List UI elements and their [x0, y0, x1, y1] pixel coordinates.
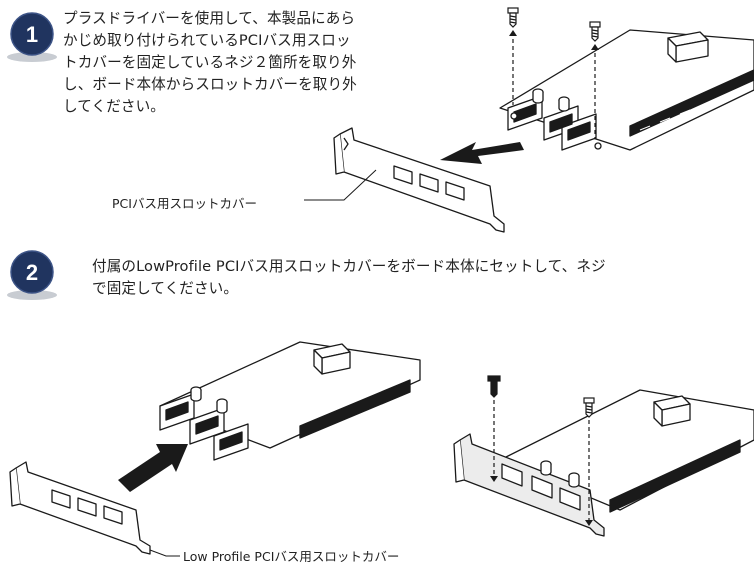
step-1-board-illustration [499, 7, 754, 151]
direction-arrow [118, 444, 188, 492]
svg-text:1: 1 [26, 22, 38, 47]
step-1-slot-cover-illustration [333, 127, 524, 233]
step-2-assembled-illustration [453, 375, 754, 537]
svg-text:2: 2 [26, 260, 38, 285]
screw-icon [507, 7, 519, 28]
step-2-instruction: 付属のLowProfile PCIバス用スロットカバーをボード本体にセットして、… [92, 258, 606, 297]
step-1-instruction: プラスドライバーを使用して、本製品にあら かじめ取り付けられているPCIバス用ス… [63, 10, 357, 115]
lowprofile-cover-label: Low Profile PCIバス用スロットカバー [183, 549, 400, 564]
step-2-attach-illustration [9, 341, 421, 557]
pci-cover-label: PCIバス用スロットカバー [112, 196, 257, 211]
step-1-badge: 1 [6, 10, 58, 70]
pci-cover-leader-line [304, 169, 377, 201]
direction-arrow [440, 142, 524, 164]
step-2-badge: 2 [6, 248, 58, 308]
